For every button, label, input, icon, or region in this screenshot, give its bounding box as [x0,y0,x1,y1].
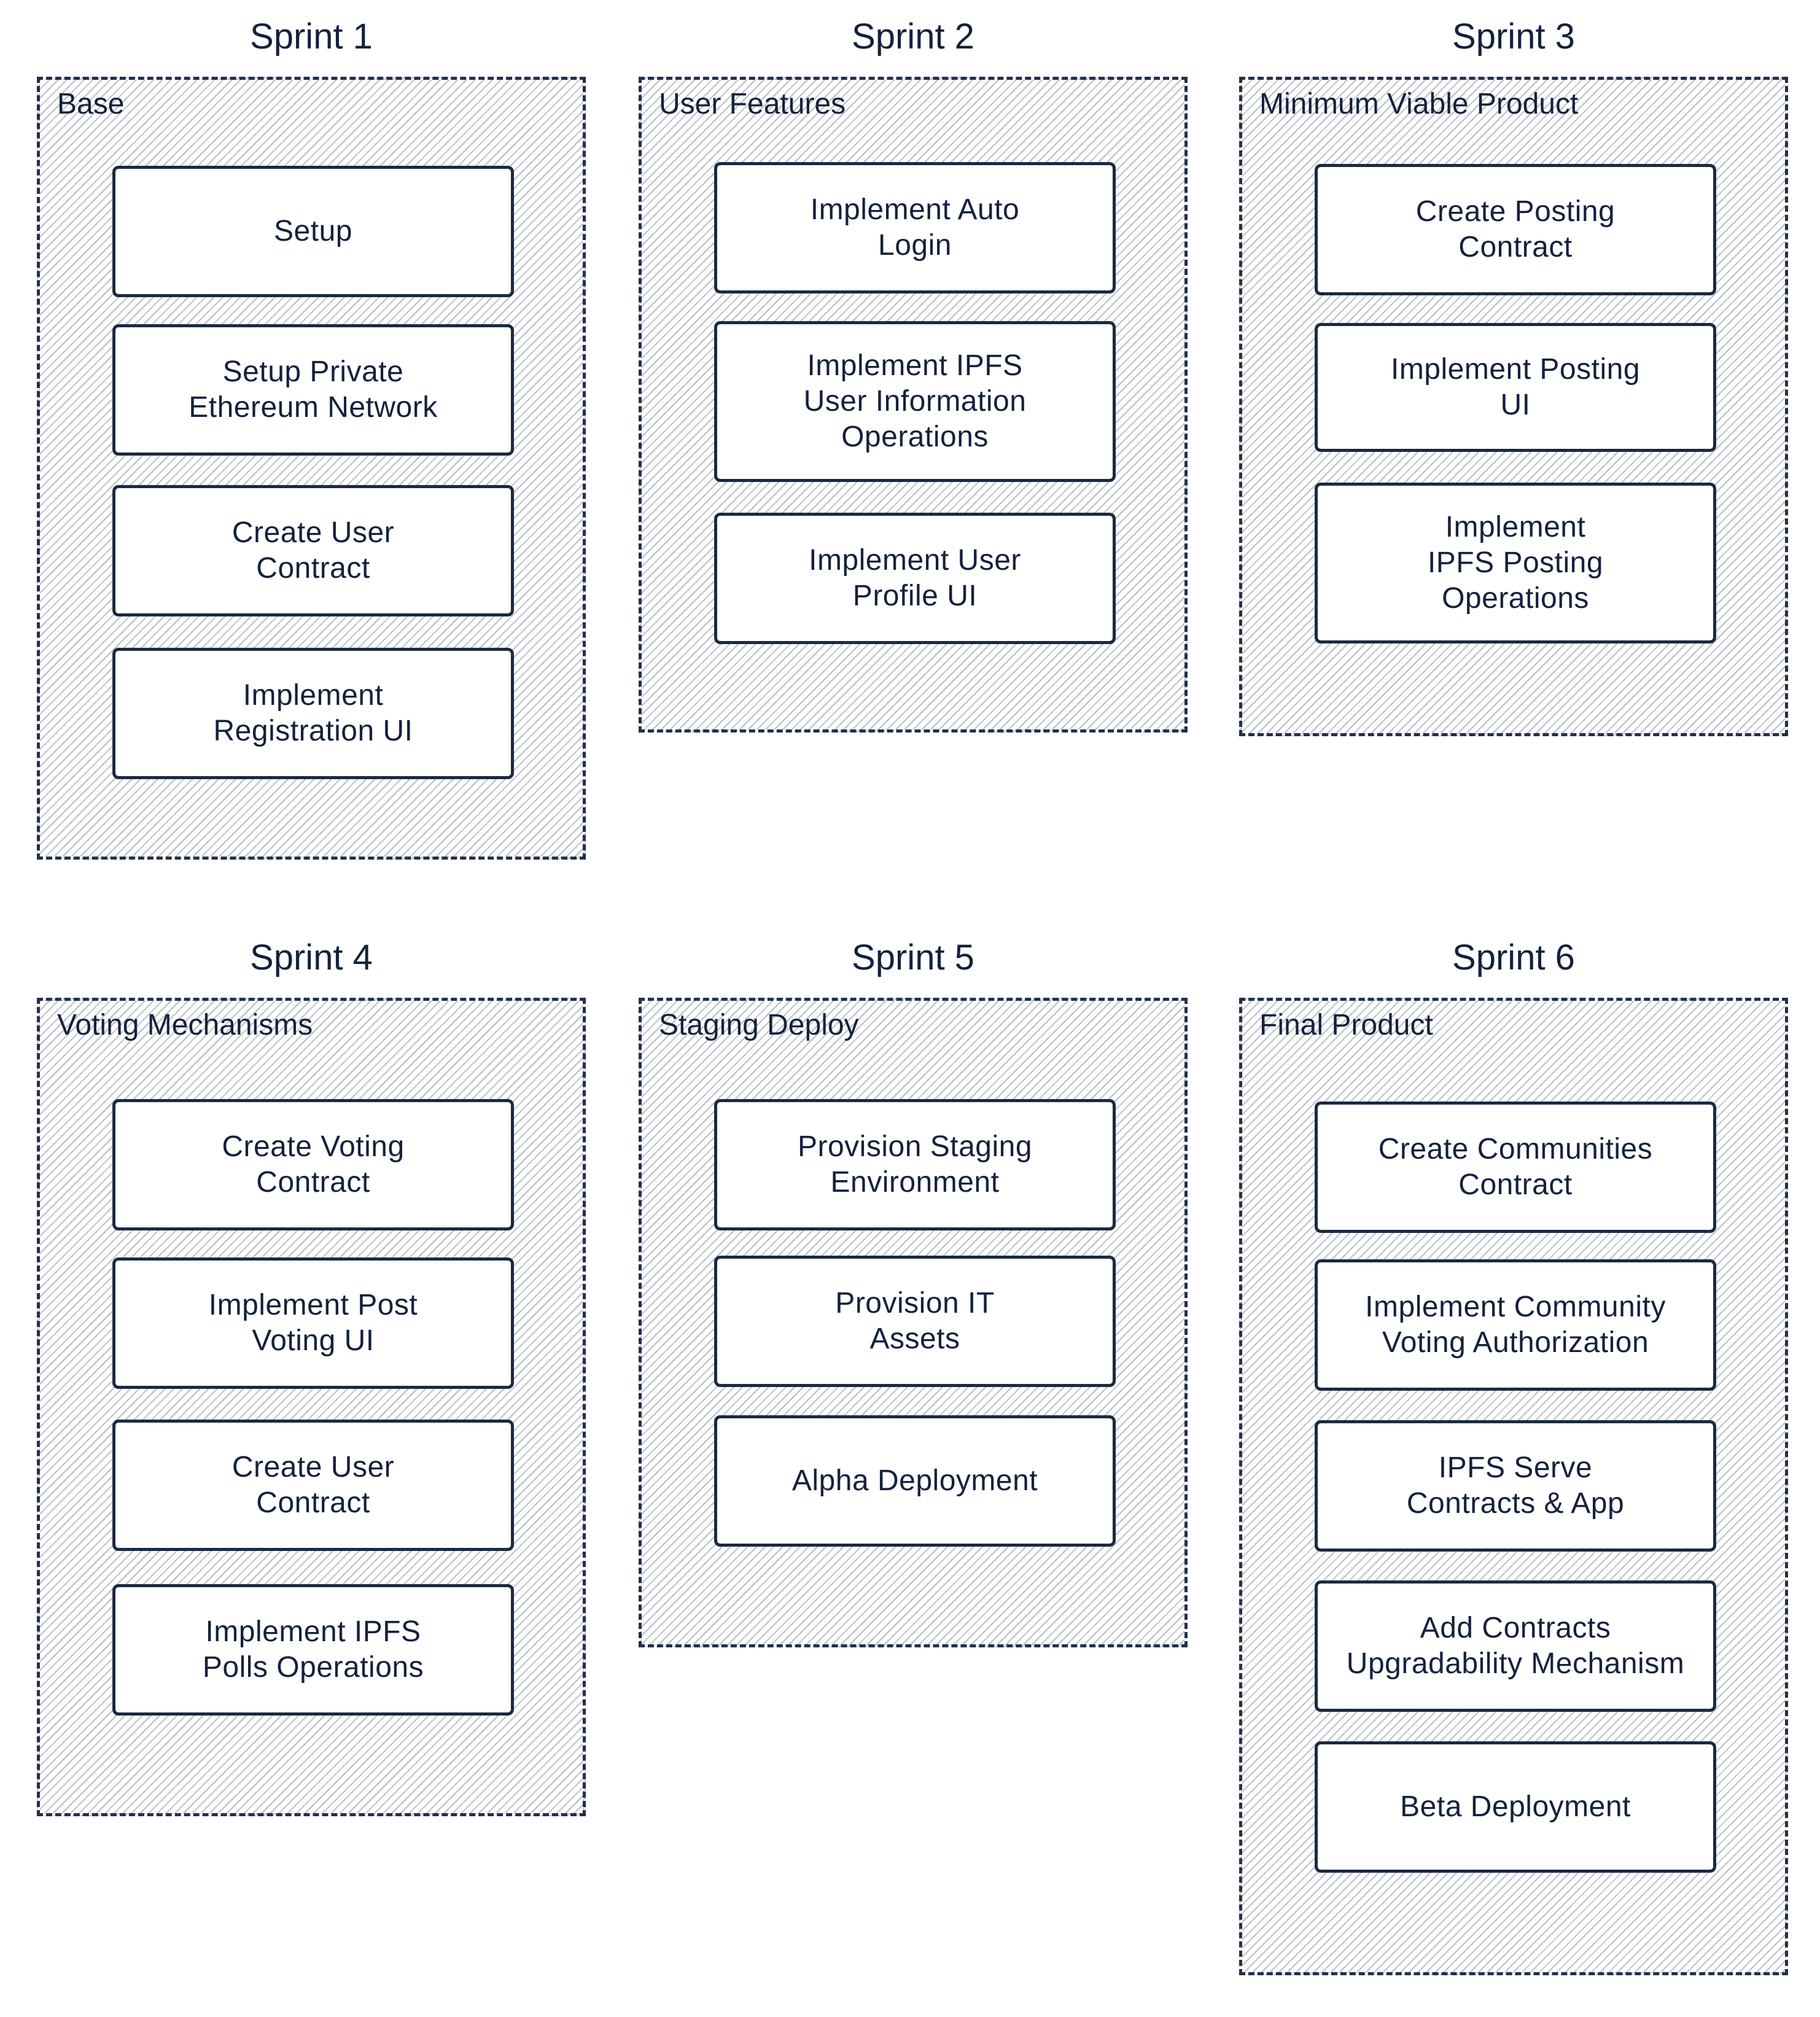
task-label: Setup [274,215,352,247]
sprint-box: Voting Mechanisms Create Voting Contract… [37,998,586,1816]
sprint-label: Final Product [1259,1009,1433,1041]
task-label: Implement Registration UI [213,679,413,747]
task-card: Implement Community Voting Authorization [1315,1259,1716,1391]
task-label: Add Contracts Upgradability Mechanism [1346,1612,1685,1680]
task-card: Create User Contract [112,1420,514,1551]
sprint-2: Sprint 2 User Features Implement Auto Lo… [639,15,1188,734]
task-label: Create User Contract [231,516,395,585]
task-card: Create Posting Contract [1315,164,1716,295]
sprint-3: Sprint 3 Minimum Viable Product Create P… [1239,15,1788,737]
task-card: Create Communities Contract [1315,1102,1716,1233]
task-label: Create Voting Contract [222,1130,405,1199]
task-card: Implement Auto Login [714,162,1116,293]
task-label: Implement IPFS Posting Operations [1427,511,1604,615]
sprint-title: Sprint 2 [852,17,974,56]
task-card: Create Voting Contract [112,1099,514,1230]
sprint-6: Sprint 6 Final Product Create Communitie… [1239,936,1788,1980]
task-label: Provision Staging Environment [797,1130,1033,1199]
task-label: Implement Post Voting UI [208,1289,418,1357]
sprint-box: Minimum Viable Product Create Posting Co… [1239,77,1788,736]
task-card: Beta Deployment [1315,1741,1716,1873]
sprint-box: Final Product Create Communities Contrac… [1239,998,1788,1975]
sprint-box: Staging Deploy Provision Staging Environ… [639,998,1188,1647]
task-card: Add Contracts Upgradability Mechanism [1315,1580,1716,1712]
sprint-label: User Features [659,88,846,120]
task-card: Create User Contract [112,485,514,616]
sprint-box: User Features Implement Auto Login Imple… [639,77,1188,733]
task-card: Provision Staging Environment [714,1099,1116,1230]
task-label: Implement IPFS Polls Operations [202,1615,424,1684]
sprint-title: Sprint 3 [1452,17,1575,56]
task-label: Setup Private Ethereum Network [189,356,438,424]
sprint-title: Sprint 5 [852,938,974,977]
task-card: IPFS Serve Contracts & App [1315,1420,1716,1552]
task-card: Implement Posting UI [1315,323,1716,452]
task-card: Implement IPFS User Information Operatio… [714,321,1116,482]
sprint-title: Sprint 4 [250,938,373,977]
task-label: Implement Posting UI [1390,353,1641,421]
sprint-title: Sprint 1 [250,17,373,56]
task-label: Create Posting Contract [1415,195,1616,263]
task-label: Beta Deployment [1400,1790,1631,1823]
task-label: Alpha Deployment [791,1464,1038,1497]
task-label: Implement IPFS User Information Operatio… [803,349,1027,453]
task-label: Provision IT Assets [835,1287,995,1355]
task-card: Provision IT Assets [714,1256,1116,1387]
sprint-label: Staging Deploy [659,1009,859,1041]
task-card: Implement User Profile UI [714,513,1116,644]
sprint-1: Sprint 1 Base Setup Setup Private Ethere… [37,15,586,863]
sprint-label: Voting Mechanisms [57,1009,313,1041]
sprint-title: Sprint 6 [1452,938,1575,977]
task-label: IPFS Serve Contracts & App [1406,1452,1625,1520]
task-card: Alpha Deployment [714,1415,1116,1547]
task-card: Implement IPFS Posting Operations [1315,483,1716,643]
sprint-4: Sprint 4 Voting Mechanisms Create Voting… [37,936,586,1817]
task-label: Implement Community Voting Authorization [1365,1291,1666,1359]
sprint-label: Minimum Viable Product [1259,88,1579,120]
task-card: Setup [112,166,514,297]
task-card: Implement Registration UI [112,648,514,779]
task-label: Implement User Profile UI [809,544,1021,612]
sprint-label: Base [57,88,125,120]
task-label: Create Communities Contract [1378,1133,1653,1201]
task-label: Create User Contract [231,1451,395,1519]
task-card: Implement Post Voting UI [112,1257,514,1389]
task-label: Implement Auto Login [810,193,1020,262]
sprint-box: Base Setup Setup Private Ethereum Networ… [37,77,586,860]
task-card: Setup Private Ethereum Network [112,324,514,456]
task-card: Implement IPFS Polls Operations [112,1584,514,1716]
sprint-5: Sprint 5 Staging Deploy Provision Stagin… [639,936,1188,1649]
